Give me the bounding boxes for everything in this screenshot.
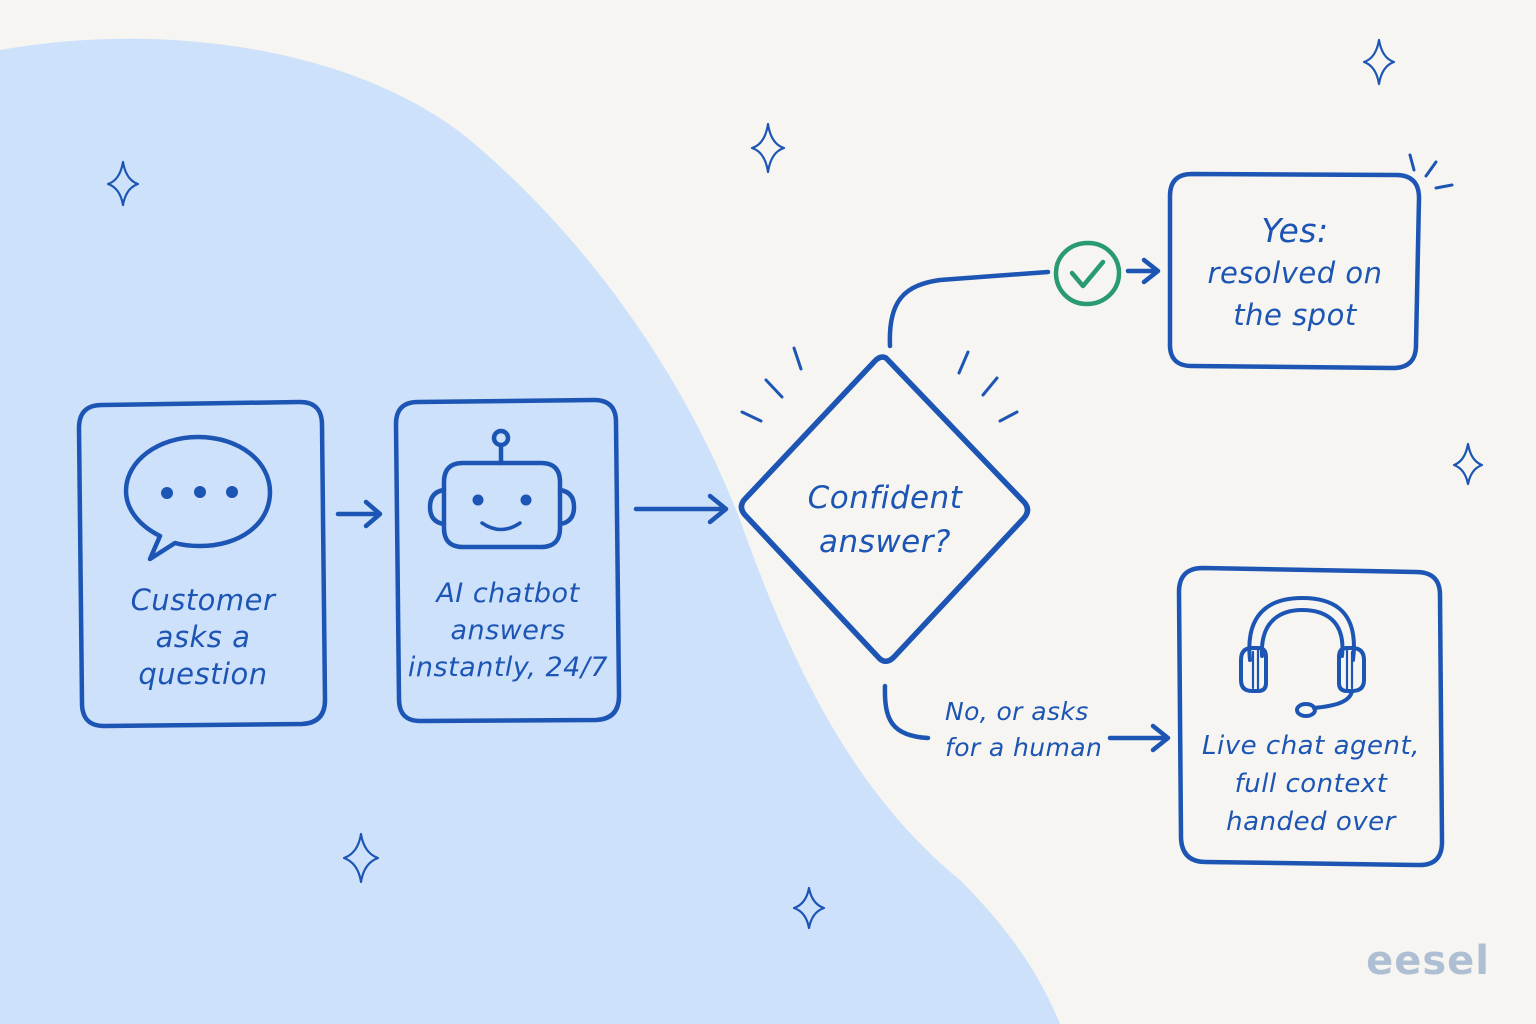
agent-node-box	[1176, 565, 1445, 868]
burst-marks	[740, 346, 1019, 423]
headset-icon	[1239, 596, 1366, 718]
chat-bubble-dots	[161, 486, 238, 499]
agent-label-line: full context	[1234, 769, 1388, 799]
chatbot-label-line: answers	[450, 615, 566, 646]
resolved-label-line: Yes:	[1261, 211, 1329, 250]
chat-bubble-icon	[123, 434, 273, 562]
decision-label-line: Confident	[807, 480, 963, 516]
no-branch-label: No, or asks for a human	[945, 694, 1102, 766]
check-circle-icon	[1053, 240, 1122, 307]
background-blob	[0, 38, 1060, 1024]
resolved-label-line: the spot	[1233, 298, 1357, 332]
customer-label-line: Customer	[130, 583, 276, 617]
no-branch-label-line: No, or asks	[945, 697, 1089, 726]
sparkle-icon	[106, 160, 140, 207]
chatbot-label-line: instantly, 24/7	[407, 652, 609, 683]
arrow-check-to-resolved	[1125, 257, 1161, 285]
sparkle-icon	[1452, 442, 1484, 486]
resolved-node-box	[1167, 171, 1422, 371]
arrow-chatbot-to-decision	[633, 493, 729, 525]
agent-label-line: Live chat agent,	[1202, 731, 1420, 761]
customer-label-line: asks a	[155, 620, 251, 654]
sparkle-icon	[750, 122, 786, 174]
customer-label-line: question	[138, 657, 268, 691]
agent-node-label: Live chat agent, full context handed ove…	[1182, 727, 1440, 841]
resolved-node-label: Yes: resolved on the spot	[1172, 210, 1418, 336]
robot-eyes	[472, 494, 532, 506]
chatbot-node-label: AI chatbot answers instantly, 24/7	[398, 575, 618, 686]
decision-diamond	[738, 354, 1031, 664]
arrow-customer-to-chatbot	[335, 499, 383, 529]
no-branch-label-line: for a human	[945, 733, 1103, 762]
arrow-decision-to-agent-start	[882, 683, 931, 741]
sparkle-group	[106, 38, 1484, 930]
sparkle-icon	[342, 832, 380, 884]
decision-node-label: Confident answer?	[770, 476, 1000, 564]
sparkle-icon	[1362, 38, 1396, 86]
burst-marks	[1408, 153, 1454, 190]
agent-label-line: handed over	[1226, 807, 1396, 837]
arrow-decision-to-resolved	[887, 269, 1051, 349]
customer-node-box	[76, 399, 328, 729]
decision-label-line: answer?	[819, 524, 951, 560]
sparkle-icon	[792, 886, 826, 930]
robot-icon	[427, 428, 577, 550]
chatbot-node-box	[393, 397, 622, 724]
customer-node-label: Customer asks a question	[80, 582, 326, 693]
chatbot-label-line: AI chatbot	[436, 578, 580, 609]
resolved-label-line: resolved on	[1207, 256, 1383, 290]
brand-logo: eesel	[1366, 938, 1490, 984]
arrow-decision-to-agent-end	[1107, 723, 1171, 753]
